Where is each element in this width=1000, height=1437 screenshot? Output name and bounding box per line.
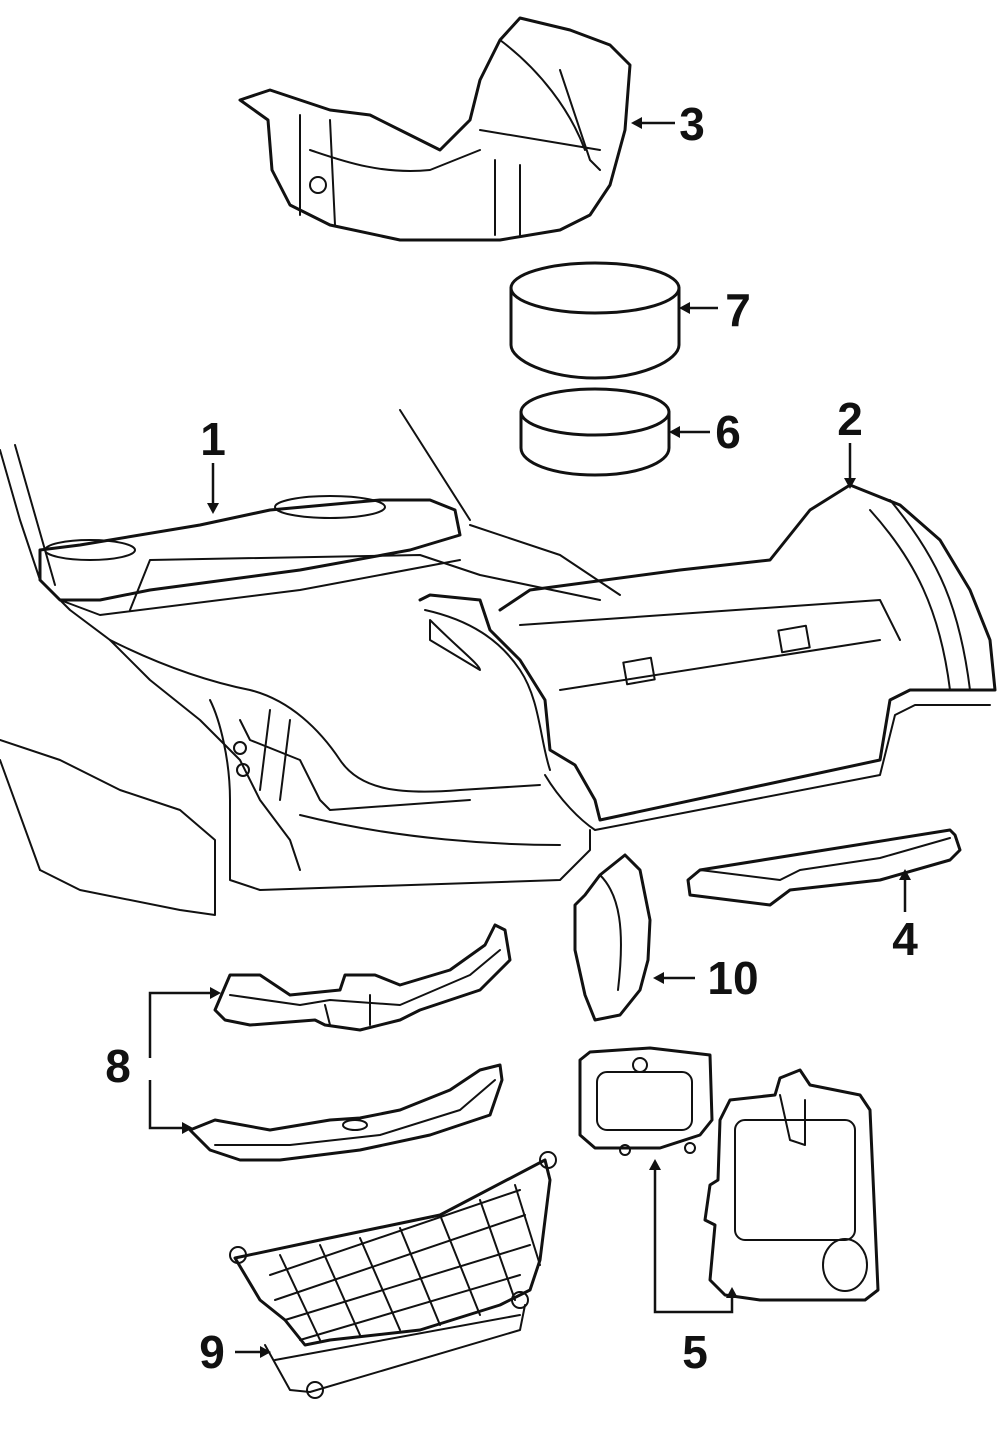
part-7-spare-tire-insulator-upper <box>509 261 681 380</box>
part-5-side-trim-panel <box>703 1068 880 1302</box>
callout-10: 10 <box>707 952 758 1004</box>
part-9-cargo-net <box>229 1151 557 1399</box>
part-5-trunk-light <box>578 1046 714 1156</box>
part-1-package-tray <box>38 495 462 616</box>
callout-7: 7 <box>725 284 751 336</box>
vehicle-rear-body <box>0 409 621 916</box>
callout-5: 5 <box>682 1326 708 1378</box>
part-6-spare-tire-insulator-lower <box>519 387 671 477</box>
part-4-trunk-sill-plate <box>686 828 962 907</box>
callout-9: 9 <box>199 1326 225 1378</box>
part-8-trim-upper <box>213 923 512 1032</box>
part-3-wheel-well-liner <box>238 16 632 242</box>
leader-lines <box>148 117 911 1358</box>
part-10-wheelhouse-trim <box>573 853 652 1022</box>
callout-4: 4 <box>892 913 918 965</box>
callout-6: 6 <box>715 406 741 458</box>
part-2-trunk-trim-panel <box>418 483 997 831</box>
part-8-trim-lower <box>188 1063 504 1162</box>
callout-1: 1 <box>200 413 226 465</box>
callout-8: 8 <box>105 1040 131 1092</box>
callout-3: 3 <box>679 98 705 150</box>
callout-2: 2 <box>837 393 863 445</box>
